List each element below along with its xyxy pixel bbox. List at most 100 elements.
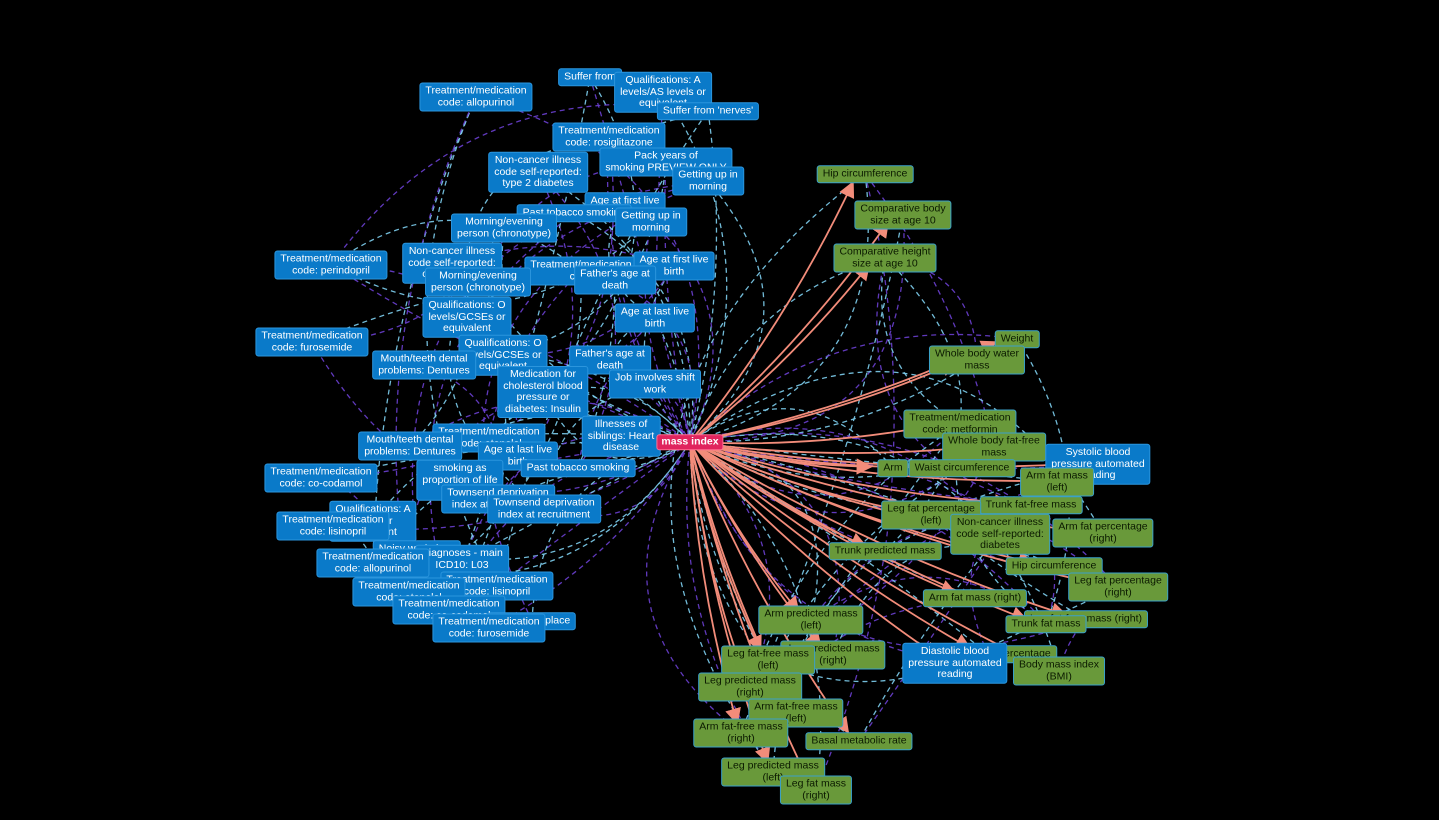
graph-node-b18[interactable]: Morning/evening person (chronotype)	[425, 267, 531, 297]
dashed-edge	[858, 533, 1001, 742]
dashed-edge	[372, 96, 477, 564]
graph-node-g3[interactable]: Comparative height size at age 10	[833, 243, 937, 273]
dashed-edge	[749, 423, 961, 688]
graph-node-g28[interactable]: Leg predicted mass (right)	[698, 672, 802, 702]
arrow-edge-g23	[689, 441, 972, 650]
dashed-edge	[320, 136, 614, 479]
dashed-edge	[372, 441, 691, 577]
dashed-edge	[689, 180, 765, 443]
graph-node-b40[interactable]: Treatment/medication code: allopurinol	[316, 548, 430, 578]
graph-node-b31[interactable]: Past tobacco smoking	[520, 459, 636, 477]
arrow-edge-g5	[689, 361, 958, 443]
graph-node-g19[interactable]: Arm fat mass (right)	[922, 589, 1028, 607]
graph-node-g1[interactable]: Hip circumference	[816, 165, 914, 183]
graph-node-b25[interactable]: Job involves shift work	[609, 369, 701, 399]
dashed-edge	[654, 91, 664, 319]
dashed-edge	[689, 441, 1087, 649]
dashed-edge	[689, 371, 1104, 534]
graph-node-b13[interactable]: Treatment/medication code: perindopril	[274, 250, 388, 280]
dashed-edge	[542, 391, 691, 460]
arrow-edge-g11	[689, 441, 1037, 490]
graph-node-g4[interactable]: Weight	[994, 330, 1040, 348]
dashed-edge	[884, 257, 978, 361]
arrow-edge-g33	[689, 441, 810, 783]
graph-node-g5[interactable]: Whole body water mass	[928, 345, 1026, 375]
arrow-edge-g31	[689, 441, 850, 734]
dashed-edge	[689, 333, 1018, 443]
graph-node-b21[interactable]: Treatment/medication code: furosemide	[255, 327, 369, 357]
dashed-edge	[1016, 338, 1070, 625]
graph-node-b1[interactable]: Suffer from	[558, 68, 622, 86]
dashed-edge	[689, 441, 995, 478]
graph-node-b24[interactable]: Mouth/teeth dental problems: Dentures	[372, 350, 476, 380]
dashed-edge	[543, 383, 656, 510]
dashed-edge	[689, 359, 978, 443]
graph-node-g2[interactable]: Comparative body size at age 10	[854, 200, 952, 230]
dashed-edge	[395, 96, 477, 593]
graph-node-g29[interactable]: Arm fat-free mass (left)	[748, 698, 844, 728]
graph-node-g26[interactable]: Diastolic blood pressure automated readi…	[902, 642, 1008, 684]
graph-node-g31[interactable]: Basal metabolic rate	[805, 732, 913, 750]
arrow-edge-g19	[689, 441, 958, 596]
dashed-edge	[502, 265, 675, 356]
graph-node-g21[interactable]: Arm predicted mass (left)	[758, 605, 864, 635]
graph-node-b29[interactable]: Mouth/teeth dental problems: Dentures	[358, 431, 462, 461]
graph-node-g17[interactable]: Hip circumference	[1005, 557, 1103, 575]
graph-node-g16[interactable]: Trunk predicted mass	[828, 542, 942, 560]
dashed-edge	[767, 446, 995, 661]
graph-node-g14[interactable]: Non-cancer illness code self-reported: d…	[950, 513, 1050, 555]
dashed-edge	[689, 423, 961, 496]
dashed-edge	[488, 386, 691, 443]
graph-node-g15[interactable]: Arm fat percentage (right)	[1052, 518, 1154, 548]
center-node-mass-index[interactable]: mass index	[656, 434, 724, 450]
graph-node-b11[interactable]: Getting up in morning	[615, 207, 687, 237]
dashed-edge	[644, 221, 691, 443]
graph-node-g33[interactable]: Leg fat mass (right)	[779, 775, 853, 805]
dashed-edge	[689, 432, 1119, 588]
graph-node-b20[interactable]: Age at last live birth	[614, 303, 696, 333]
graph-node-g7[interactable]: Whole body fat-free mass	[942, 432, 1046, 462]
graph-node-b45[interactable]: Treatment/medication code: furosemide	[432, 613, 546, 643]
dashed-edge	[645, 441, 742, 734]
dashed-edge	[662, 91, 728, 443]
dashed-edge	[426, 96, 498, 587]
arrow-edge-g3	[689, 263, 871, 443]
dashed-edge	[502, 354, 691, 443]
graph-node-b8[interactable]: Getting up in morning	[672, 166, 744, 196]
graph-node-b37[interactable]: Treatment/medication code: lisinopril	[276, 511, 390, 541]
arrow-edge-g27	[689, 441, 1042, 667]
graph-node-b17[interactable]: Father's age at death	[574, 265, 656, 295]
dashed-edge	[488, 441, 691, 629]
graph-node-g18[interactable]: Leg fat percentage (right)	[1068, 572, 1168, 602]
dashed-edge	[466, 212, 575, 318]
graph-node-b30[interactable]: Age at last live birth	[477, 441, 559, 471]
graph-node-g9[interactable]: Arm	[877, 459, 909, 477]
graph-node-b19[interactable]: Qualifications: O levels/GCSEs or equiva…	[422, 296, 512, 338]
graph-node-g11[interactable]: Arm fat mass (left)	[1020, 467, 1094, 497]
graph-node-b5[interactable]: Treatment/medication code: rosiglitazone	[552, 122, 666, 152]
graph-node-b3[interactable]: Treatment/medication code: allopurinol	[419, 82, 533, 112]
graph-node-g27[interactable]: Body mass index (BMI)	[1013, 656, 1105, 686]
graph-node-g12[interactable]: Trunk fat-free mass	[979, 496, 1083, 514]
graph-node-g22[interactable]: Trunk fat mass	[1005, 615, 1087, 633]
graph-node-b4[interactable]: Suffer from 'nerves'	[656, 102, 760, 120]
graph-node-g25[interactable]: Leg fat-free mass (left)	[721, 645, 815, 675]
graph-node-g30[interactable]: Arm fat-free mass (right)	[693, 718, 789, 748]
dashed-edge	[689, 110, 718, 443]
graph-node-g10[interactable]: Waist circumference	[908, 459, 1016, 477]
graph-node-b12[interactable]: Morning/evening person (chronotype)	[451, 213, 557, 243]
graph-node-b6[interactable]: Non-cancer illness code self-reported: t…	[488, 151, 588, 193]
arrow-edge-g12	[689, 441, 1011, 511]
dashed-edge	[482, 180, 709, 622]
dashed-edge	[543, 441, 691, 517]
dashed-edge	[876, 257, 1032, 506]
dashed-edge	[689, 441, 956, 664]
graph-node-b26[interactable]: Medication for cholesterol blood pressur…	[497, 366, 589, 418]
arrow-edge-g7	[689, 440, 974, 457]
graph-node-b27[interactable]: Illnesses of siblings: Heart disease	[581, 415, 661, 457]
graph-node-b35[interactable]: Townsend deprivation index at recruitmen…	[487, 494, 601, 524]
dashed-edge	[815, 550, 886, 791]
graph-node-b32[interactable]: Treatment/medication code: co-codamol	[264, 463, 378, 493]
